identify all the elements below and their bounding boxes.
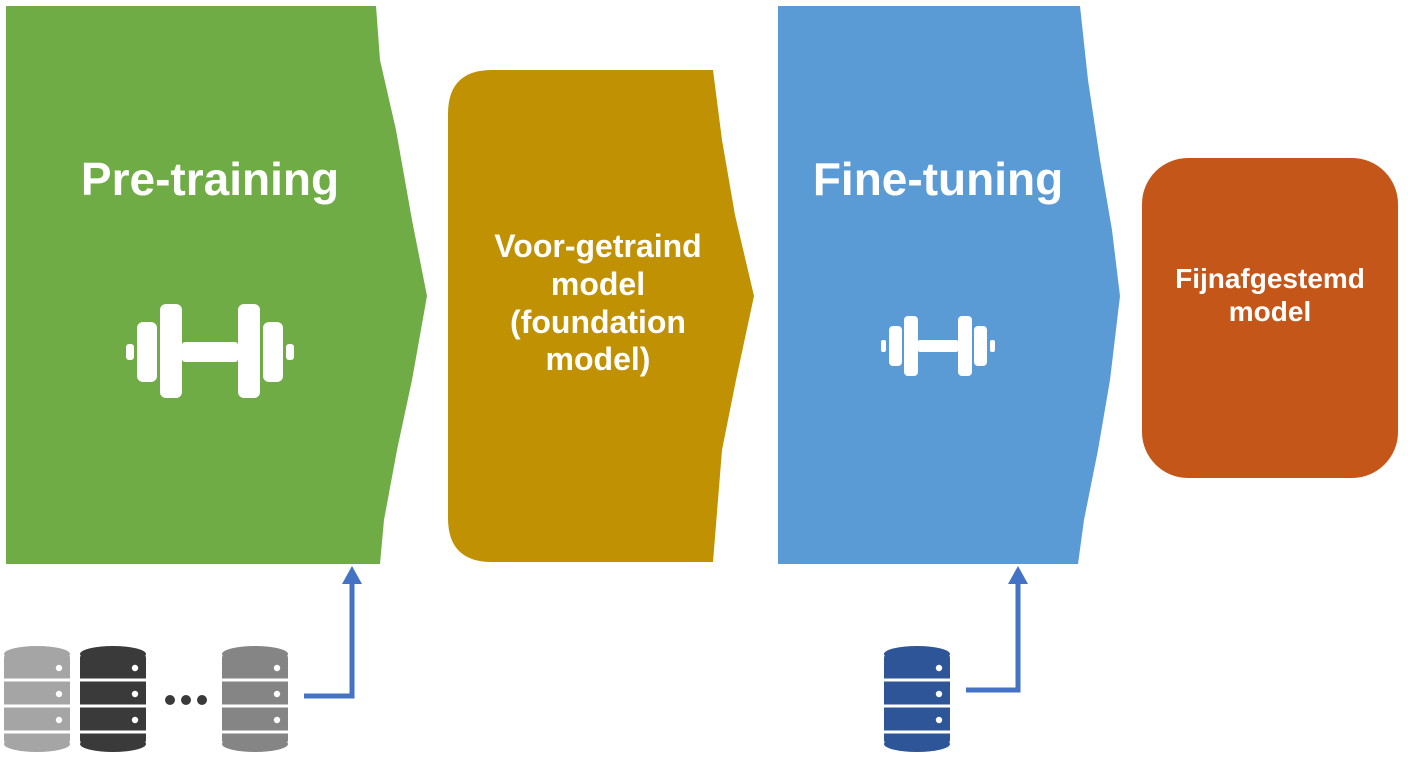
database-icon [2,644,72,754]
finetuned-model-block [1142,158,1398,478]
dumbbell-icon [126,304,294,398]
finetuned-model-label: Fijnafgestemd model [1142,262,1398,328]
pretraining-block [6,6,427,564]
dataset-arrow [966,566,1028,693]
ellipsis-icon [165,695,207,705]
foundation-model-label: Voor-getraind model (foundation model) [448,228,748,379]
finetuning-block [778,6,1120,564]
database-icon [220,644,290,754]
dataset-arrow [304,566,362,699]
label-line: model [1228,296,1312,328]
pretraining-title: Pre-training [80,153,340,205]
finetuning-title: Fine-tuning [812,153,1064,205]
dumbbell-icon [881,316,995,376]
foundation-model-block [448,70,754,562]
label-line: Fijnafgestemd [1175,263,1365,294]
label-line: model) [545,341,651,378]
database-icon [882,644,952,754]
label-line: model [550,265,646,302]
database-icon [78,644,148,754]
label-line: (foundation [510,303,686,340]
label-line: Voor-getraind [494,228,702,264]
